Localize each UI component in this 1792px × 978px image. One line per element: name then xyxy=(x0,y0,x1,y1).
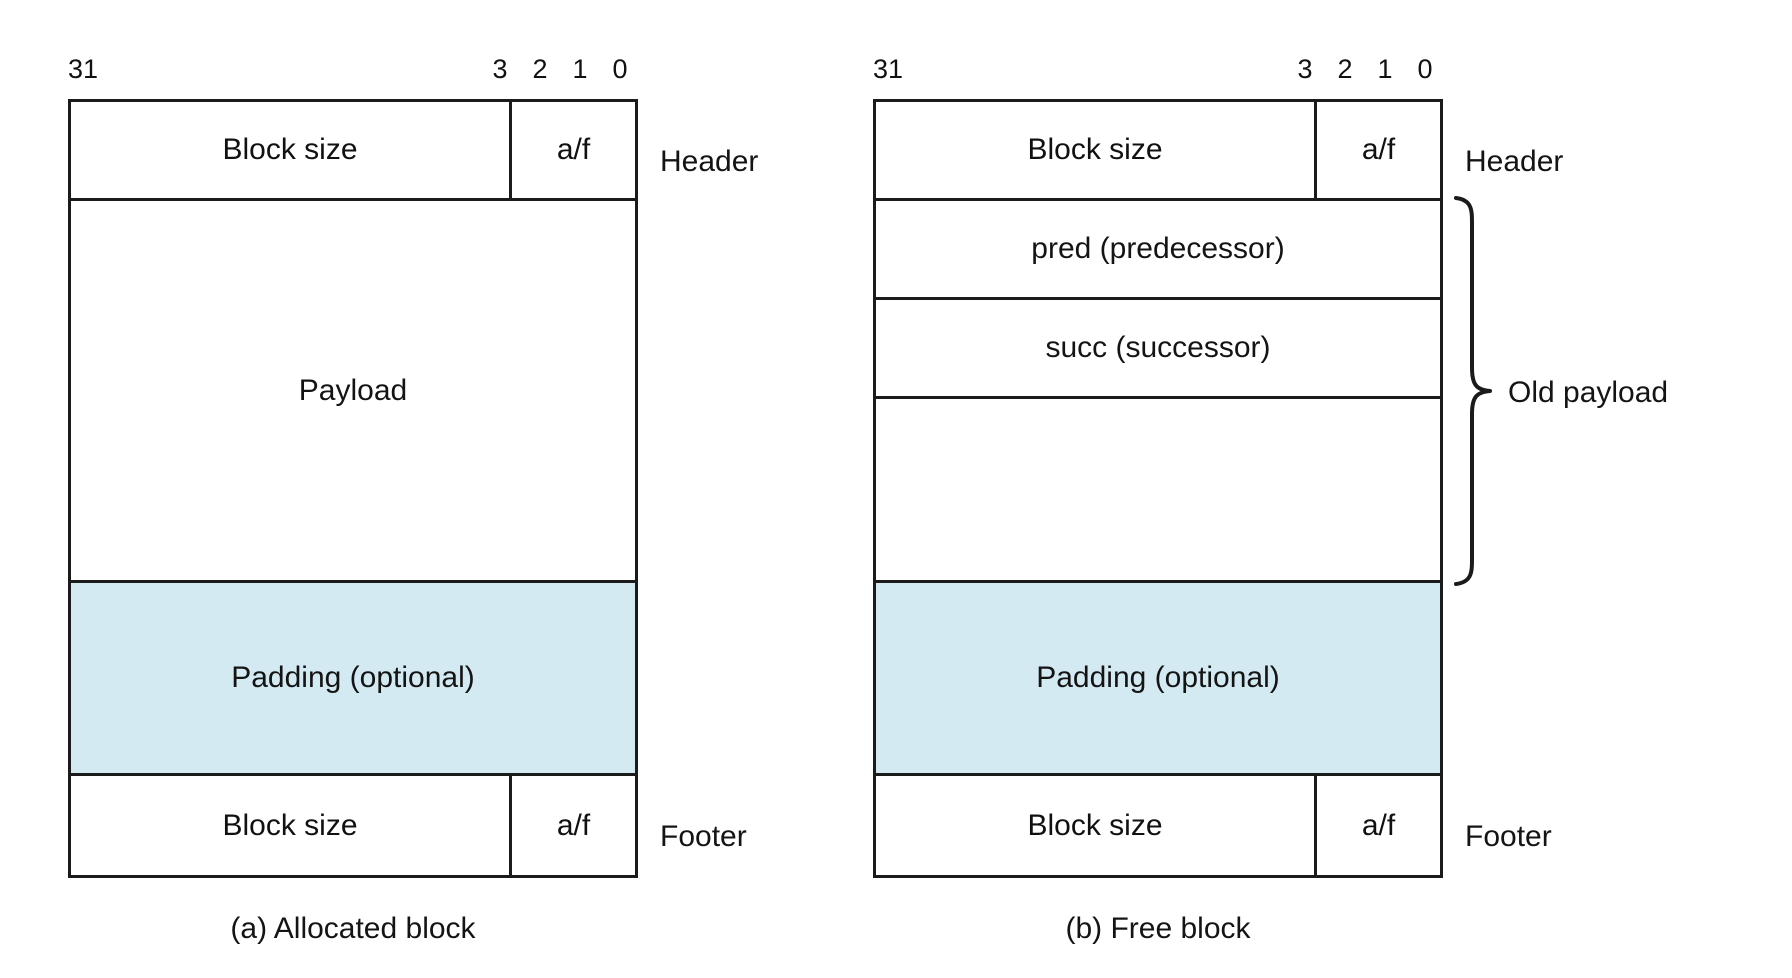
allocated-footer-size-label: Block size xyxy=(222,808,358,842)
allocated-footer-row: Block size a/f xyxy=(71,776,635,875)
free-header-flag-label: a/f xyxy=(1361,133,1396,166)
bit-label-2: 2 xyxy=(532,54,548,84)
allocated-padding-label: Padding (optional) xyxy=(231,661,475,694)
free-header-size-cell: Block size xyxy=(876,102,1317,198)
old-payload-brace xyxy=(1450,196,1494,586)
free-header-side-label: Header xyxy=(1465,145,1564,178)
free-header-row: Block size a/f xyxy=(876,102,1440,201)
free-footer-side-label: Footer xyxy=(1465,820,1552,853)
free-footer-row: Block size a/f xyxy=(876,776,1440,875)
allocated-header-flag-cell: a/f xyxy=(512,102,635,198)
bit-ruler-allocated: 31 3 2 1 0 xyxy=(68,52,638,86)
bit-label-31: 31 xyxy=(872,54,904,84)
free-footer-size-label: Block size xyxy=(1027,808,1163,842)
bit-label-3: 3 xyxy=(492,54,508,84)
allocated-header-size-cell: Block size xyxy=(71,102,512,198)
allocated-footer-side-label: Footer xyxy=(660,820,747,853)
free-header-size-label: Block size xyxy=(1027,133,1163,166)
allocated-footer-size-cell: Block size xyxy=(71,776,512,875)
free-succ-row: succ (successor) xyxy=(876,300,1440,399)
allocated-header-size-label: Block size xyxy=(222,133,358,166)
allocated-header-row: Block size a/f xyxy=(71,102,635,201)
free-pred-label: pred (predecessor) xyxy=(1031,232,1285,265)
bit-label-0: 0 xyxy=(1417,54,1433,84)
bit-label-0: 0 xyxy=(612,54,628,84)
free-pred-row: pred (predecessor) xyxy=(876,201,1440,300)
allocated-padding-row: Padding (optional) xyxy=(71,583,635,776)
bit-label-1: 1 xyxy=(1377,54,1393,84)
bit-label-2: 2 xyxy=(1337,54,1353,84)
free-footer-flag-label: a/f xyxy=(1361,808,1396,842)
allocated-header-side-label: Header xyxy=(660,145,759,178)
free-block-diagram: Block size a/f pred (predecessor) succ (… xyxy=(873,99,1443,878)
bit-label-3: 3 xyxy=(1297,54,1313,84)
free-padding-label: Padding (optional) xyxy=(1036,661,1280,694)
free-succ-label: succ (successor) xyxy=(1045,331,1271,364)
allocated-block-caption: (a) Allocated block xyxy=(230,912,476,945)
free-footer-flag-cell: a/f xyxy=(1317,776,1440,875)
free-header-flag-cell: a/f xyxy=(1317,102,1440,198)
bit-ruler-free: 31 3 2 1 0 xyxy=(873,52,1443,86)
bit-label-1: 1 xyxy=(572,54,588,84)
free-block-caption: (b) Free block xyxy=(1065,912,1251,945)
allocated-footer-flag-label: a/f xyxy=(556,808,591,842)
allocated-footer-flag-cell: a/f xyxy=(512,776,635,875)
allocated-payload-label: Payload xyxy=(298,373,408,407)
free-padding-row: Padding (optional) xyxy=(876,583,1440,776)
allocated-block-diagram: Block size a/f Payload Padding (optional… xyxy=(68,99,638,878)
free-remainder-row xyxy=(876,399,1440,583)
allocated-header-flag-label: a/f xyxy=(556,133,591,166)
bit-label-31: 31 xyxy=(67,54,99,84)
free-old-payload-side-label: Old payload xyxy=(1508,376,1669,409)
allocated-payload-row: Payload xyxy=(71,201,635,583)
free-footer-size-cell: Block size xyxy=(876,776,1317,875)
